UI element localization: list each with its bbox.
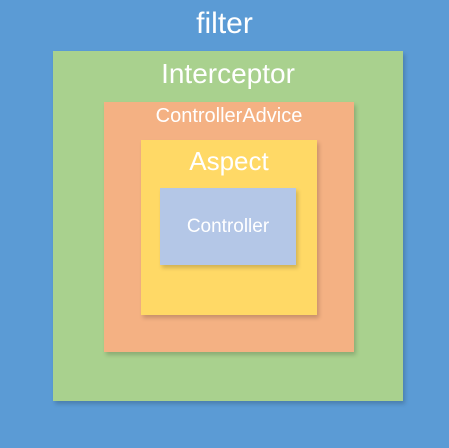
controller-advice-label: ControllerAdvice [155,105,303,127]
aspect-label: Aspect [189,146,269,176]
controller-label: Controller [186,216,270,237]
aspect-layer: Aspect Controller [141,140,317,315]
interceptor-layer: Interceptor ControllerAdvice Aspect Cont… [53,51,403,401]
controller-advice-layer: ControllerAdvice Aspect Controller [104,102,354,352]
controller-layer: Controller [160,188,296,265]
filter-label: filter [196,7,253,40]
interceptor-label: Interceptor [161,58,295,89]
